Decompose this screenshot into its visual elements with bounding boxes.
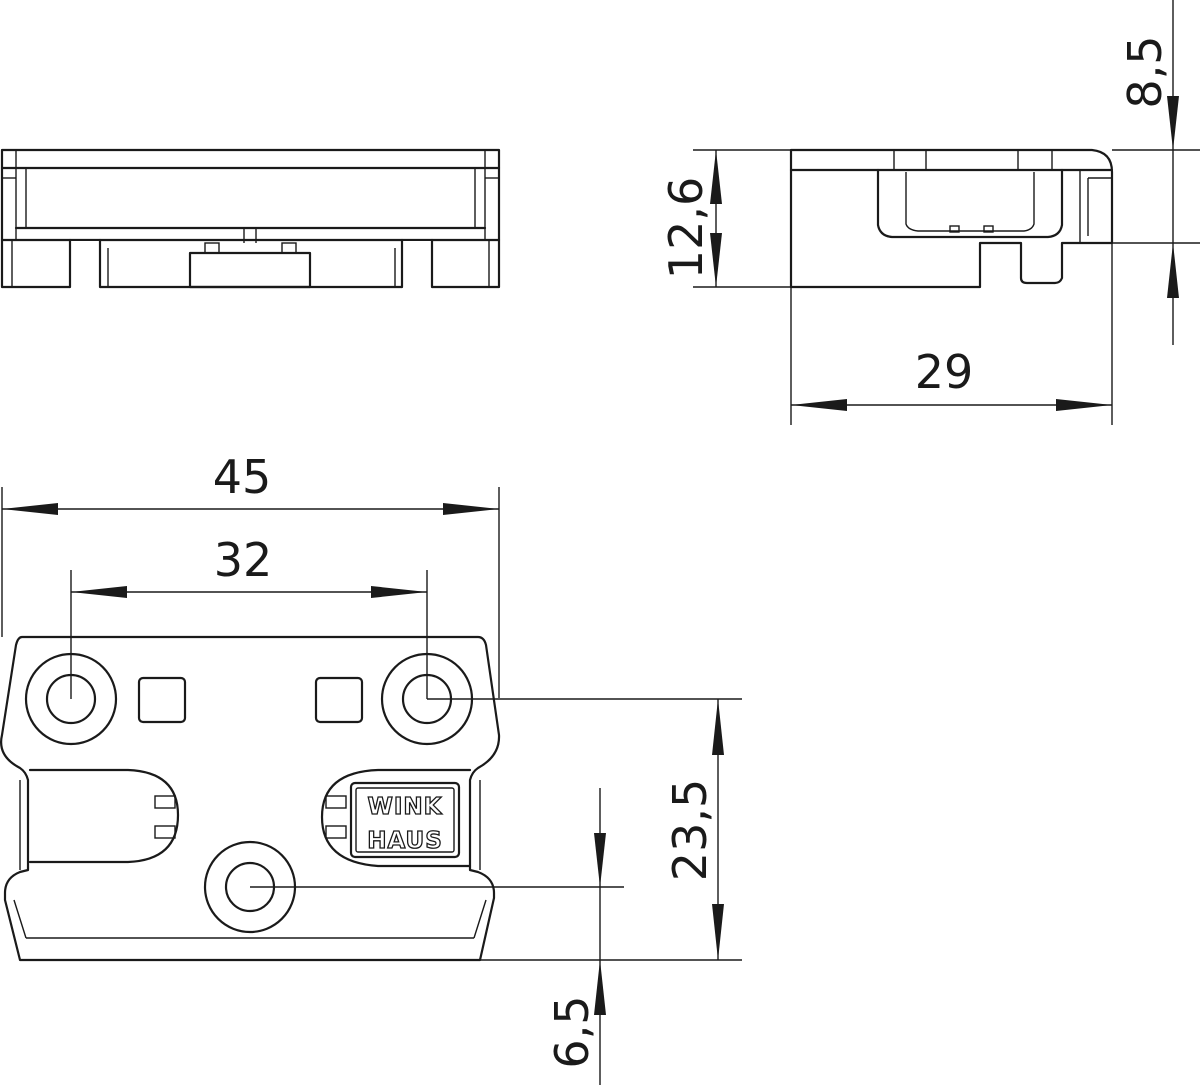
dim-hole-height: 23,5	[427, 698, 742, 961]
plan-view: WINK HAUS	[0, 635, 501, 962]
dim-label-23-5: 23,5	[663, 779, 717, 881]
dim-label-45: 45	[213, 450, 272, 504]
dim-side-height: 12,6	[659, 149, 791, 288]
dim-side-width: 29	[790, 243, 1113, 425]
winkhaus-logo: WINK HAUS	[349, 781, 461, 859]
dim-lower-hole-offset: 6,5	[250, 788, 624, 1085]
dim-label-32: 32	[214, 533, 273, 587]
dim-hole-spacing: 32	[70, 533, 428, 699]
dim-label-12-6: 12,6	[659, 177, 713, 279]
dim-overall-width: 45	[1, 450, 500, 698]
logo-line1: WINK	[368, 794, 443, 820]
logo-line2: HAUS	[367, 828, 443, 854]
dim-label-8-5: 8,5	[1118, 35, 1172, 108]
dim-label-29: 29	[915, 345, 974, 399]
front-elevation-view	[0, 148, 501, 289]
dim-top-right-height: 8,5	[1112, 0, 1200, 345]
side-view	[789, 148, 1114, 289]
dim-label-6-5: 6,5	[545, 995, 599, 1068]
